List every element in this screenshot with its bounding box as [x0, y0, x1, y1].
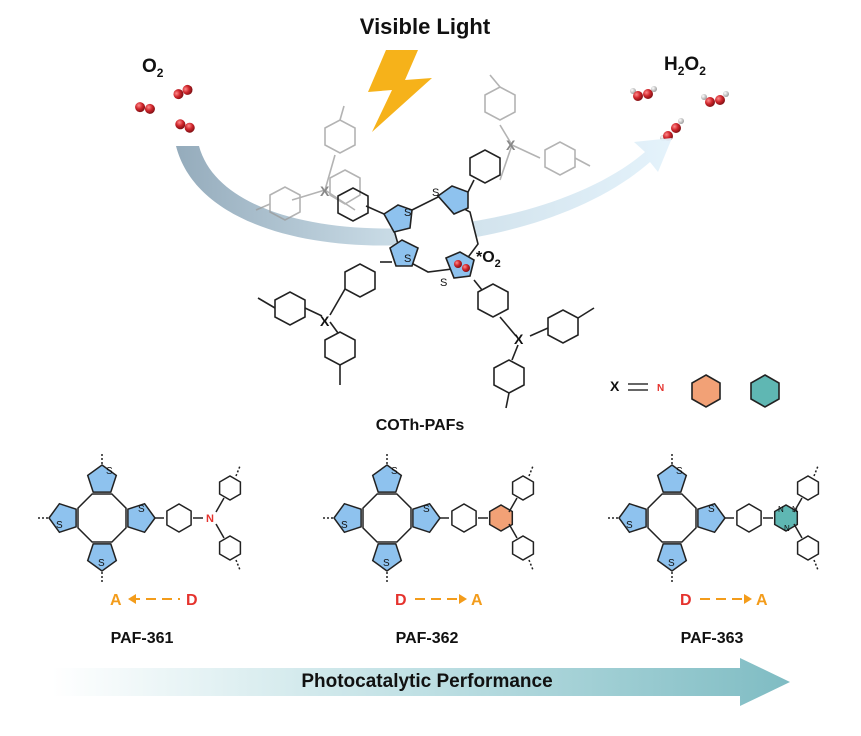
triazine-node-swatch	[750, 374, 780, 408]
linker-phenyl	[736, 503, 762, 533]
charge-right-label: A	[471, 592, 483, 609]
connector-up	[528, 465, 534, 477]
thiophene-s-4: S	[56, 520, 63, 531]
lightning-icon	[368, 50, 432, 132]
thiophene-s-3: S	[383, 558, 390, 569]
compound-name: PAF-362	[396, 630, 459, 647]
thiophene-ring-3	[86, 543, 118, 572]
connector-up	[813, 465, 819, 477]
outer-phenyl-bottom	[218, 535, 242, 561]
triazine-n-1: N	[778, 505, 784, 514]
connector-down	[528, 559, 534, 571]
thiophene-s-4: S	[626, 520, 633, 531]
triazine-node	[773, 504, 799, 532]
o2-molecules	[135, 84, 195, 133]
node-n: N	[206, 513, 214, 525]
bond-up	[215, 497, 225, 513]
bond-down	[215, 523, 225, 539]
product-label: H2O2	[664, 54, 706, 78]
thiophene-ring-1	[86, 464, 118, 493]
thiophene-s-2: S	[138, 504, 145, 515]
benzene-node	[488, 504, 514, 532]
thiophene-s-1: S	[106, 466, 113, 477]
thiophene-ring-4	[618, 502, 647, 534]
core-s-4: S	[440, 277, 447, 289]
charge-right-label: A	[756, 592, 768, 609]
triazine-n-3: N	[784, 524, 790, 533]
outer-phenyl-bottom	[511, 535, 535, 561]
adsorbed-label: *O2	[476, 249, 501, 270]
bond-down	[508, 523, 518, 539]
compound-name: PAF-361	[111, 630, 174, 647]
charge-left-label: D	[395, 592, 407, 609]
thiophene-ring-1	[656, 464, 688, 493]
outer-phenyl-top	[511, 475, 535, 501]
benzene-node-swatch	[691, 374, 721, 408]
thiophene-s-3: S	[98, 558, 105, 569]
charge-arrow-head	[459, 594, 467, 604]
network-faded-arms	[255, 74, 591, 221]
thiophene-ring-3	[656, 543, 688, 572]
compound-row: SSSSNADPAF-361SSSSDAPAF-362SSSSNNNDAPAF-…	[36, 454, 820, 647]
thiophene-s-3: S	[668, 558, 675, 569]
connector-up	[235, 465, 241, 477]
coth-core	[382, 185, 479, 279]
thiophene-ring-4	[333, 502, 362, 534]
charge-arrow-head	[128, 594, 136, 604]
connector-down	[813, 559, 819, 571]
thiophene-ring-2	[412, 502, 441, 534]
network-arms	[257, 149, 595, 409]
compound-2: S S S S D A PAF-362	[321, 454, 535, 647]
charge-left-label: A	[110, 592, 122, 609]
x-legend-n: N	[657, 383, 664, 394]
bond-up	[508, 497, 518, 513]
outer-phenyl-bottom	[796, 535, 820, 561]
outer-phenyl-top	[218, 475, 242, 501]
thiophene-ring-1	[371, 464, 403, 493]
title-visible-light: Visible Light	[360, 14, 491, 39]
x-legend-x: X	[610, 378, 620, 394]
linker-phenyl	[451, 503, 477, 533]
reactant-label: O2	[142, 56, 164, 80]
thiophene-ring-4	[48, 502, 77, 534]
performance-arrow	[52, 658, 790, 706]
network-label: COTh-PAFs	[376, 417, 465, 434]
compound-3: SSSSNNNDAPAF-363	[606, 454, 820, 647]
x-lower-right: X	[514, 331, 524, 347]
thiophene-ring-2	[697, 502, 726, 534]
thiophene-ring-3	[371, 543, 403, 572]
cot-ring	[77, 493, 127, 543]
adsorbed-o2	[454, 260, 470, 272]
h2o2-molecules	[630, 86, 729, 141]
linker-phenyl	[166, 503, 192, 533]
core-s-3: S	[404, 253, 411, 265]
compound-name: PAF-363	[681, 630, 744, 647]
charge-right-label: D	[186, 592, 198, 609]
thiophene-s-2: S	[708, 504, 715, 515]
thiophene-s-1: S	[391, 466, 398, 477]
cot-ring	[362, 493, 412, 543]
x-lower-left: X	[320, 313, 330, 329]
thiophene-s-2: S	[423, 504, 430, 515]
bond-up	[793, 497, 803, 513]
thiophene-s-4: S	[341, 520, 348, 531]
outer-phenyl-top	[796, 475, 820, 501]
cot-ring	[647, 493, 697, 543]
compound-1: S S S S N A D PAF-361	[36, 454, 242, 647]
core-s-2: S	[404, 207, 411, 219]
x-faded-upper-right: X	[506, 137, 516, 153]
charge-left-label: D	[680, 592, 692, 609]
core-s-1: S	[432, 187, 439, 199]
thiophene-ring-2	[127, 502, 156, 534]
thiophene-s-1: S	[676, 466, 683, 477]
connector-down	[235, 559, 241, 571]
x-faded-upper-left: X	[320, 183, 330, 199]
x-legend: X N	[610, 374, 780, 408]
bond-down	[793, 523, 803, 539]
charge-arrow-head	[744, 594, 752, 604]
performance-label: Photocatalytic Performance	[301, 671, 552, 692]
